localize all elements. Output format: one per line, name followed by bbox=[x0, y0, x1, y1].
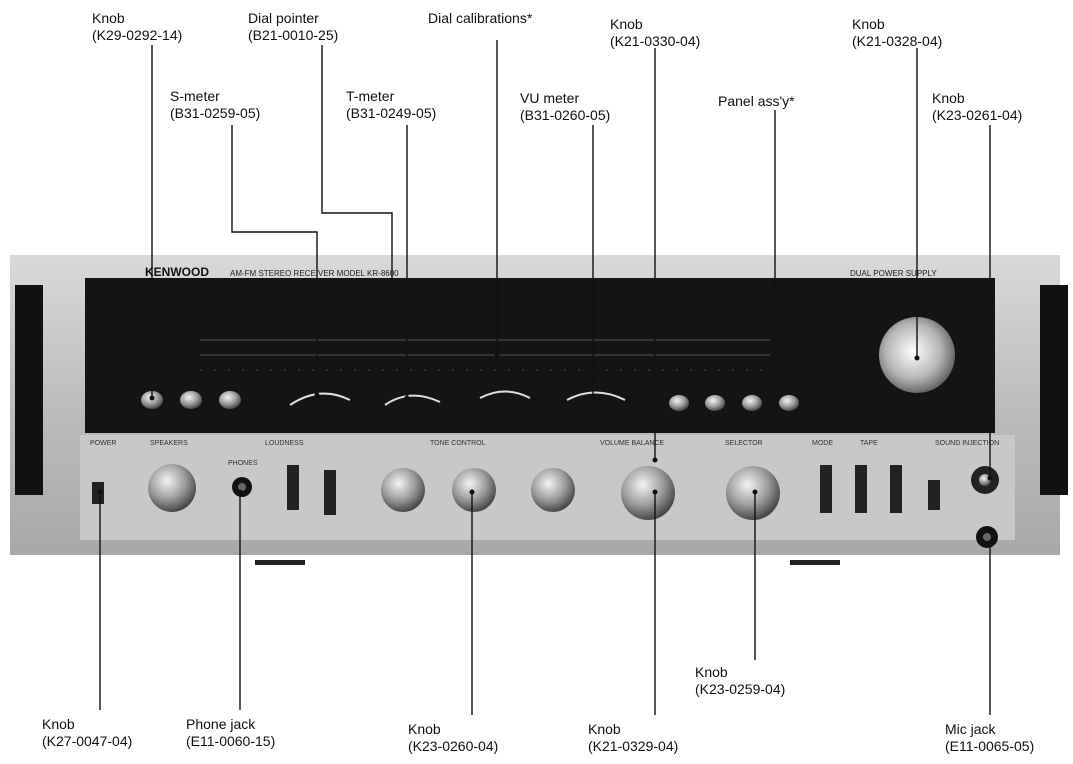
callout-knob-k29: Knob (K29-0292-14) bbox=[92, 10, 182, 44]
label-sound-injection: SOUND INJECTION bbox=[935, 440, 999, 447]
callout-part: (B31-0260-05) bbox=[520, 107, 611, 123]
callout-panel-assy: Panel ass'y* bbox=[718, 93, 795, 110]
mid-knob bbox=[452, 468, 496, 512]
tone-defeat-lever bbox=[324, 470, 336, 515]
treble-knob bbox=[531, 468, 575, 512]
brand-logo: KENWOOD bbox=[145, 265, 209, 279]
dial-button-3 bbox=[742, 395, 762, 411]
callout-name: Knob bbox=[408, 721, 441, 737]
callout-knob-k21-0330: Knob (K21-0330-04) bbox=[610, 16, 700, 50]
label-speakers: SPEAKERS bbox=[150, 440, 188, 447]
dial-button-1 bbox=[669, 395, 689, 411]
callout-phone-jack: Phone jack (E11-0060-15) bbox=[186, 716, 275, 750]
selector-knob bbox=[726, 466, 780, 520]
callout-name: Knob bbox=[932, 90, 965, 106]
left-handle bbox=[15, 285, 43, 495]
callout-part: (B21-0010-25) bbox=[248, 27, 339, 43]
callout-name: Knob bbox=[610, 16, 643, 32]
callout-part: (B31-0259-05) bbox=[170, 105, 261, 121]
callout-name: Panel ass'y* bbox=[718, 93, 795, 109]
callout-part: (B31-0249-05) bbox=[346, 105, 437, 121]
label-tone-control: TONE CONTROL bbox=[430, 440, 486, 447]
callout-part: (K21-0330-04) bbox=[610, 33, 701, 49]
callout-dial-calibrations: Dial calibrations* bbox=[428, 10, 532, 27]
model-line: AM-FM STEREO RECEIVER MODEL KR-8600 bbox=[230, 269, 399, 278]
tape-lever-2 bbox=[890, 465, 902, 513]
callout-name: Knob bbox=[92, 10, 125, 26]
callout-s-meter: S-meter (B31-0259-05) bbox=[170, 88, 260, 122]
callout-name: VU meter bbox=[520, 90, 580, 106]
dial-button-2 bbox=[705, 395, 725, 411]
power-switch bbox=[92, 482, 104, 504]
callout-part: (K21-0328-04) bbox=[852, 33, 943, 49]
label-selector: SELECTOR bbox=[725, 440, 763, 447]
callout-part: (K23-0261-04) bbox=[932, 107, 1023, 123]
callout-part: (K27-0047-04) bbox=[42, 733, 133, 749]
callout-t-meter: T-meter (B31-0249-05) bbox=[346, 88, 436, 122]
tape-lever-1 bbox=[855, 465, 867, 513]
callout-vu-meter: VU meter (B31-0260-05) bbox=[520, 90, 610, 124]
callout-part: (E11-0060-15) bbox=[186, 733, 276, 749]
callout-part: (K29-0292-14) bbox=[92, 27, 183, 43]
callout-part: (K21-0329-04) bbox=[588, 738, 679, 754]
callout-part: (E11-0065-05) bbox=[945, 738, 1035, 754]
callout-mic-jack: Mic jack (E11-0065-05) bbox=[945, 721, 1034, 755]
tuning-knob bbox=[879, 317, 955, 393]
dial-knob-3 bbox=[219, 391, 241, 409]
label-phones: PHONES bbox=[228, 460, 258, 467]
dial-knob-1 bbox=[141, 391, 163, 409]
callout-knob-k23-0259: Knob (K23-0259-04) bbox=[695, 664, 785, 698]
callout-name: Phone jack bbox=[186, 716, 256, 732]
dial-knob-2 bbox=[180, 391, 202, 409]
right-handle bbox=[1040, 285, 1068, 495]
callout-knob-k23-0261: Knob (K23-0261-04) bbox=[932, 90, 1022, 124]
speakers-knob bbox=[148, 464, 196, 512]
label-volume-balance: VOLUME BALANCE bbox=[600, 440, 665, 447]
t-meter-arc bbox=[384, 394, 441, 406]
callout-name: Mic jack bbox=[945, 721, 996, 737]
callout-knob-k23-0260: Knob (K23-0260-04) bbox=[408, 721, 498, 755]
s-meter-arc bbox=[289, 392, 351, 406]
callout-name: Dial pointer bbox=[248, 10, 319, 26]
callout-name: T-meter bbox=[346, 88, 395, 104]
dial-button-4 bbox=[779, 395, 799, 411]
callout-name: Dial calibrations* bbox=[428, 10, 533, 26]
callout-dial-pointer: Dial pointer (B21-0010-25) bbox=[248, 10, 338, 44]
callout-knob-k21-0328: Knob (K21-0328-04) bbox=[852, 16, 942, 50]
callout-name: Knob bbox=[42, 716, 75, 732]
sound-injection-lever bbox=[928, 480, 940, 510]
label-loudness: LOUDNESS bbox=[265, 440, 304, 447]
mode-lever bbox=[820, 465, 832, 513]
label-mode: MODE bbox=[812, 440, 833, 447]
callout-name: Knob bbox=[588, 721, 621, 737]
bass-knob bbox=[381, 468, 425, 512]
label-power: POWER bbox=[90, 440, 116, 447]
callout-part: (K23-0259-04) bbox=[695, 681, 786, 697]
label-tape: TAPE bbox=[860, 440, 878, 447]
callout-part: (K23-0260-04) bbox=[408, 738, 499, 754]
vu-meter-arc bbox=[566, 391, 626, 401]
callout-name: Knob bbox=[695, 664, 728, 680]
power-supply-label: DUAL POWER SUPPLY bbox=[850, 269, 937, 278]
receiver-front-panel: KENWOOD AM-FM STEREO RECEIVER MODEL KR-8… bbox=[0, 250, 1073, 580]
callout-name: Knob bbox=[852, 16, 885, 32]
volume-knob bbox=[621, 466, 675, 520]
center-meter-arc bbox=[479, 390, 531, 399]
callout-name: S-meter bbox=[170, 88, 220, 104]
loudness-lever bbox=[287, 465, 299, 510]
callout-knob-k21-0329: Knob (K21-0329-04) bbox=[588, 721, 678, 755]
callout-knob-k27: Knob (K27-0047-04) bbox=[42, 716, 132, 750]
